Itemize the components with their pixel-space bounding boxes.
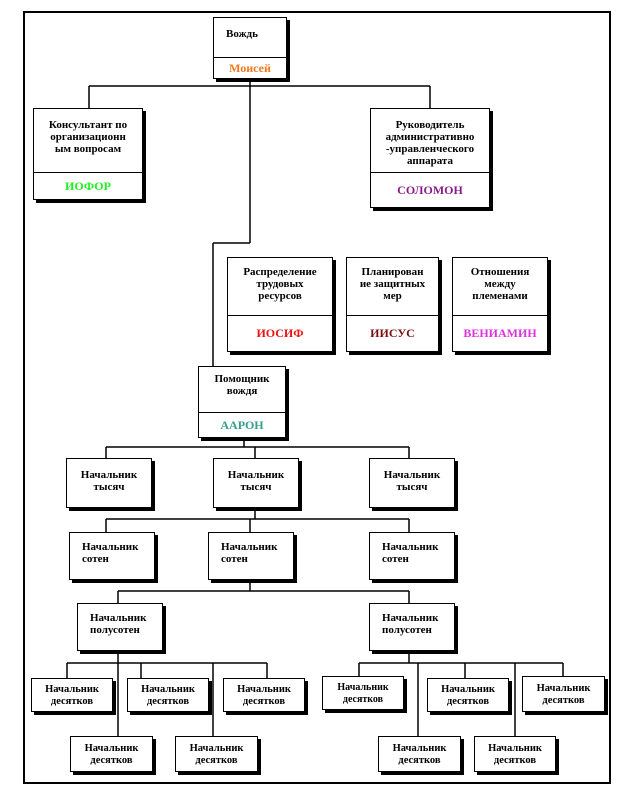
chief-title: Вождь bbox=[226, 28, 258, 40]
fifties-chief-title: Начальник полусотен bbox=[382, 612, 439, 636]
tens-chief-title: Начальник десятков bbox=[536, 683, 591, 706]
tens-chief-box: Начальник десятков bbox=[127, 678, 209, 712]
tens-chief-box: Начальник десятков bbox=[378, 736, 461, 772]
defense-planning-box: Планирован ие защитных мер ИИСУС bbox=[346, 257, 439, 352]
hundreds-chief-title: Начальник сотен bbox=[382, 541, 439, 565]
thousands-chief-title: Начальник тысяч bbox=[227, 469, 285, 493]
hundreds-chief-box: Начальник сотен bbox=[369, 532, 455, 580]
labor-title: Распределение трудовых ресурсов bbox=[243, 266, 317, 302]
tens-chief-box: Начальник десятков bbox=[322, 676, 404, 710]
tens-chief-title: Начальник десятков bbox=[441, 684, 495, 707]
tens-chief-title: Начальник десятков bbox=[337, 682, 389, 705]
consultant-title: Консультант по организационн ым вопросам bbox=[48, 119, 128, 155]
hundreds-chief-box: Начальник сотен bbox=[208, 532, 294, 580]
tens-chief-box: Начальник десятков bbox=[31, 678, 113, 712]
thousands-chief-title: Начальник тысяч bbox=[80, 469, 138, 493]
fifties-chief-title: Начальник полусотен bbox=[90, 612, 147, 636]
tens-chief-title: Начальник десятков bbox=[189, 743, 244, 766]
tens-chief-box: Начальник десятков bbox=[474, 736, 556, 772]
admin-head-name: СОЛОМОН bbox=[371, 172, 489, 207]
tens-chief-box: Начальник десятков bbox=[427, 678, 509, 712]
tribes-relations-box: Отношения между племенами ВЕНИАМИН bbox=[452, 257, 548, 352]
assistant-title: Помощник вождя bbox=[214, 373, 270, 397]
tribes-name: ВЕНИАМИН bbox=[453, 315, 547, 351]
defense-title: Планирован ие защитных мер bbox=[359, 266, 426, 302]
hundreds-chief-title: Начальник сотен bbox=[82, 541, 139, 565]
tribes-title: Отношения между племенами bbox=[470, 266, 530, 302]
tens-chief-title: Начальник десятков bbox=[141, 684, 195, 707]
admin-head-title: Руководитель административно -управленче… bbox=[385, 119, 475, 167]
consultant-box: Консультант по организационн ым вопросам… bbox=[33, 108, 143, 200]
fifties-chief-box: Начальник полусотен bbox=[369, 603, 455, 651]
tens-chief-title: Начальник десятков bbox=[45, 684, 99, 707]
diagram-frame bbox=[23, 11, 611, 784]
defense-name: ИИСУС bbox=[347, 315, 438, 351]
chief-name: Моисей bbox=[214, 57, 286, 78]
tens-chief-box: Начальник десятков bbox=[175, 736, 258, 772]
thousands-chief-title: Начальник тысяч bbox=[383, 469, 441, 493]
fifties-chief-box: Начальник полусотен bbox=[77, 603, 163, 651]
thousands-chief-box: Начальник тысяч bbox=[66, 458, 152, 508]
tens-chief-box: Начальник десятков bbox=[70, 736, 153, 772]
labor-distribution-box: Распределение трудовых ресурсов ИОСИФ bbox=[227, 257, 333, 352]
admin-head-box: Руководитель административно -управленче… bbox=[370, 108, 490, 208]
thousands-chief-box: Начальник тысяч bbox=[369, 458, 455, 508]
tens-chief-title: Начальник десятков bbox=[84, 743, 139, 766]
tens-chief-box: Начальник десятков bbox=[223, 678, 305, 712]
thousands-chief-box: Начальник тысяч bbox=[213, 458, 299, 508]
hundreds-chief-title: Начальник сотен bbox=[221, 541, 278, 565]
hundreds-chief-box: Начальник сотен bbox=[69, 532, 155, 580]
tens-chief-title: Начальник десятков bbox=[237, 684, 291, 707]
chief-box: Вождь Моисей bbox=[213, 17, 287, 79]
assistant-name: ААРОН bbox=[199, 412, 285, 437]
tens-chief-title: Начальник десятков bbox=[488, 743, 542, 766]
assistant-box: Помощник вождя ААРОН bbox=[198, 366, 286, 438]
tens-chief-box: Начальник десятков bbox=[522, 676, 605, 712]
consultant-name: ИОФОР bbox=[34, 172, 142, 199]
labor-name: ИОСИФ bbox=[228, 315, 332, 351]
tens-chief-title: Начальник десятков bbox=[392, 743, 447, 766]
